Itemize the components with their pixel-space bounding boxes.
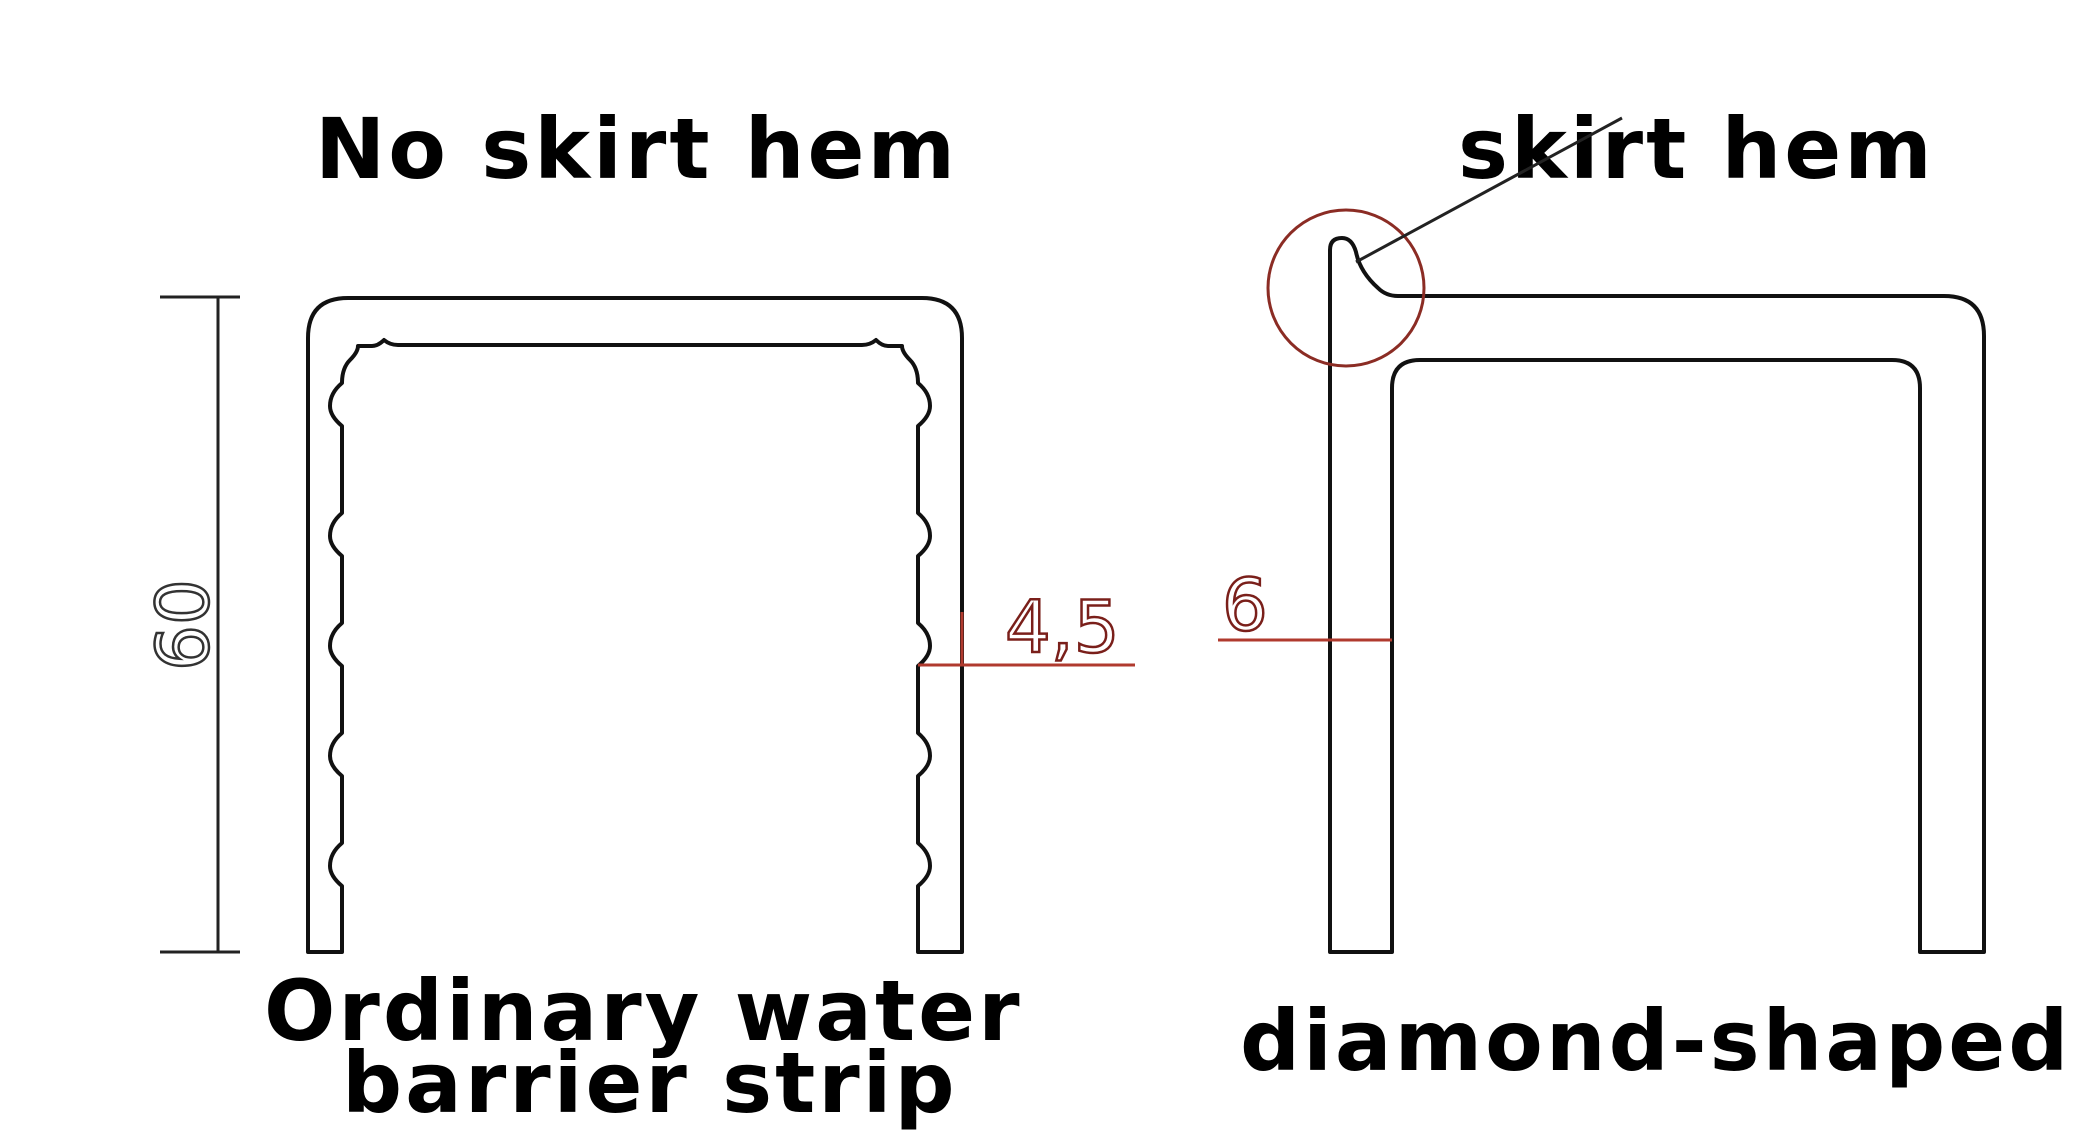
left-thickness-dimension: 4,5 [918, 584, 1135, 670]
skirt-hem-circle [1266, 208, 1426, 368]
left-title: No skirt hem [315, 100, 958, 198]
right-thickness-label: 6 [1222, 563, 1268, 647]
left-caption-line2: barrier strip [342, 1034, 958, 1132]
right-title: skirt hem [1458, 100, 1935, 198]
left-thickness-label: 4,5 [1005, 585, 1120, 669]
right-thickness-dimension: 6 [1218, 562, 1392, 648]
right-caption: diamond-shaped [1240, 992, 2071, 1090]
skirt-hem-callout [1266, 116, 1623, 368]
height-dim-label: 60 [141, 579, 225, 671]
right-profile-outline [1328, 236, 1986, 954]
skirt-hem-pointer-line [1355, 116, 1623, 264]
height-dimension: 60 [140, 295, 240, 954]
left-caption-line1: Ordinary water [264, 962, 1023, 1060]
left-profile-outline [306, 296, 964, 954]
